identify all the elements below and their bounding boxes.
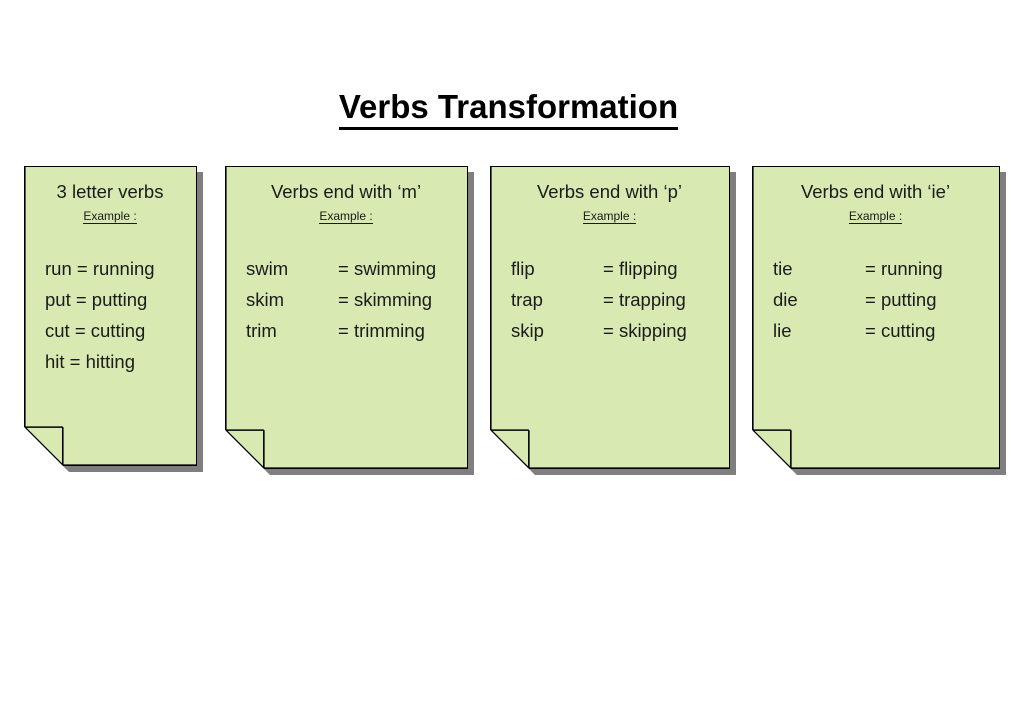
- verb-result: = putting: [865, 289, 937, 311]
- page-title: Verbs Transformation: [0, 88, 1017, 130]
- verb-row: skip = skipping: [511, 315, 719, 346]
- verb-base: run = running: [45, 258, 155, 280]
- verb-row: trim = trimming: [246, 315, 457, 346]
- card-example-label: Example :: [235, 209, 457, 223]
- verb-list: run = running put = putting cut = cuttin…: [34, 253, 186, 377]
- verb-row: die = putting: [773, 284, 989, 315]
- card-example-text: Example :: [848, 209, 903, 224]
- verb-base: trim: [246, 320, 277, 342]
- verb-base: put = putting: [45, 289, 148, 311]
- verb-result: = trimming: [338, 320, 425, 342]
- verb-result: = trapping: [603, 289, 686, 311]
- verb-base: lie: [773, 320, 792, 342]
- verb-result: = running: [865, 258, 943, 280]
- verb-result: = skipping: [603, 320, 687, 342]
- card-heading: 3 letter verbs: [56, 181, 164, 202]
- verb-list: swim = swimming skim = skimming trim = t…: [235, 253, 457, 346]
- card-example-text: Example :: [83, 209, 137, 224]
- verb-row: flip = flipping: [511, 253, 719, 284]
- card-content: 3 letter verbs Example : run = running p…: [24, 167, 196, 466]
- card-example-text: Example :: [582, 209, 637, 224]
- card-surface: Verbs end with ‘ie’ Example : tie = runn…: [752, 166, 1000, 469]
- note-card-verbs-end-with-p[interactable]: Verbs end with ‘p’ Example : flip = flip…: [490, 166, 730, 469]
- verb-base: swim: [246, 258, 289, 280]
- card-content: Verbs end with ‘ie’ Example : tie = runn…: [752, 167, 999, 469]
- note-card-verbs-end-with-ie[interactable]: Verbs end with ‘ie’ Example : tie = runn…: [752, 166, 1000, 469]
- verb-row: trap = trapping: [511, 284, 719, 315]
- verb-base: hit = hitting: [45, 351, 135, 373]
- verb-base: tie: [773, 258, 793, 280]
- verb-row: swim = swimming: [246, 253, 457, 284]
- verb-result: = cutting: [865, 320, 936, 342]
- verb-row: put = putting: [45, 284, 186, 315]
- card-surface: 3 letter verbs Example : run = running p…: [24, 166, 197, 466]
- card-example-label: Example :: [500, 209, 719, 223]
- verb-result: = swimming: [338, 258, 437, 280]
- verb-base: skip: [511, 320, 544, 342]
- verb-result: = skimming: [338, 289, 433, 311]
- card-example-label: Example :: [762, 209, 989, 223]
- verb-list: flip = flipping trap = trapping skip = s…: [500, 253, 719, 346]
- card-surface: Verbs end with ‘p’ Example : flip = flip…: [490, 166, 730, 469]
- verb-row: run = running: [45, 253, 186, 284]
- page-title-text: Verbs Transformation: [338, 88, 679, 130]
- verb-result: = flipping: [603, 258, 678, 280]
- verb-base: die: [773, 289, 798, 311]
- verb-base: skim: [246, 289, 285, 311]
- verb-base: cut = cutting: [45, 320, 146, 342]
- card-heading: Verbs end with ‘m’: [270, 181, 422, 202]
- card-example-text: Example :: [319, 209, 373, 224]
- verb-row: lie = cutting: [773, 315, 989, 346]
- card-surface: Verbs end with ‘m’ Example : swim = swim…: [225, 166, 468, 469]
- card-content: Verbs end with ‘p’ Example : flip = flip…: [490, 167, 729, 469]
- verb-base: trap: [511, 289, 543, 311]
- card-example-label: Example :: [34, 209, 186, 223]
- card-content: Verbs end with ‘m’ Example : swim = swim…: [225, 167, 467, 469]
- verb-base: flip: [511, 258, 535, 280]
- verb-row: skim = skimming: [246, 284, 457, 315]
- note-card-verbs-end-with-m[interactable]: Verbs end with ‘m’ Example : swim = swim…: [225, 166, 468, 469]
- verb-list: tie = running die = putting lie = cuttin…: [762, 253, 989, 346]
- card-heading: Verbs end with ‘p’: [536, 181, 682, 202]
- note-card-three-letter-verbs[interactable]: 3 letter verbs Example : run = running p…: [24, 166, 197, 466]
- verb-row: tie = running: [773, 253, 989, 284]
- card-heading: Verbs end with ‘ie’: [800, 181, 951, 202]
- verb-row: hit = hitting: [45, 346, 186, 377]
- verb-row: cut = cutting: [45, 315, 186, 346]
